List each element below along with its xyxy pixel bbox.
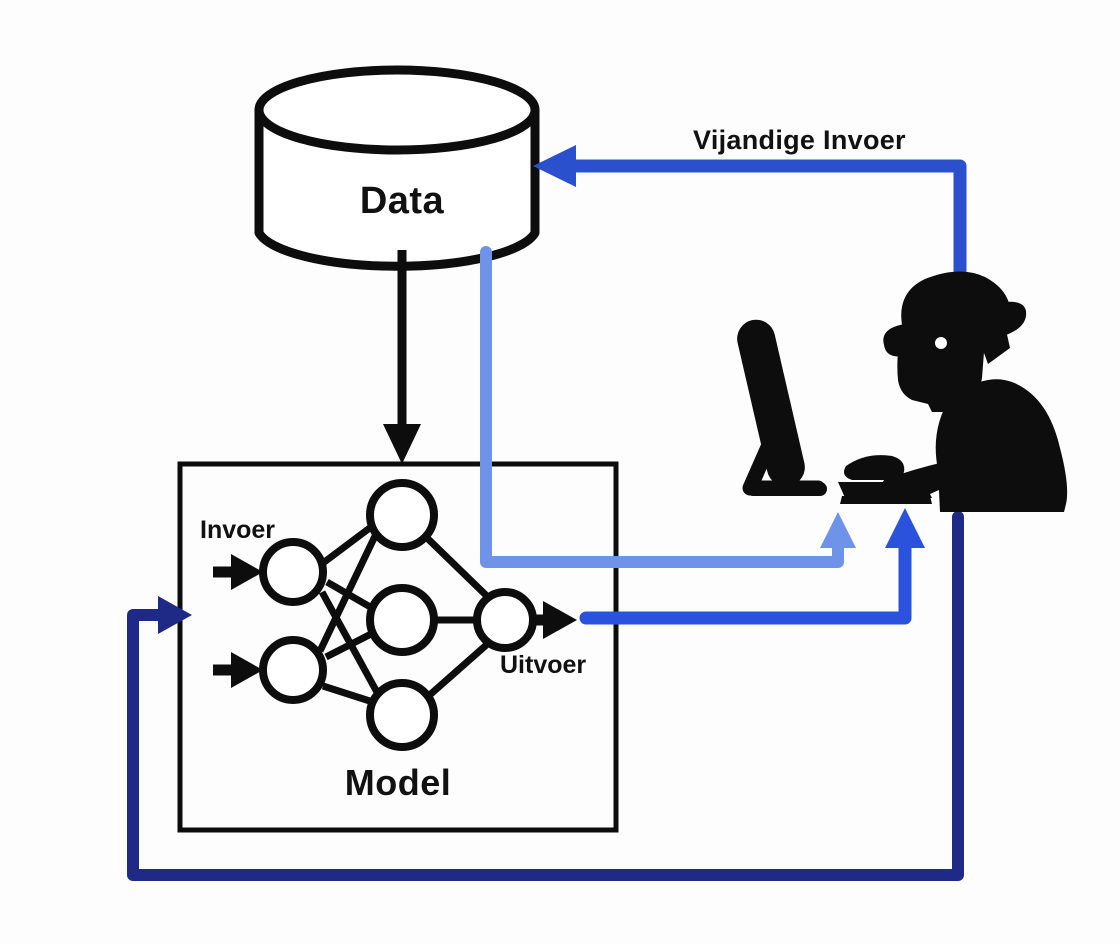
edge-model-output-to-attacker (579, 508, 925, 625)
hacker-icon (838, 271, 1068, 512)
hidden-node-2 (366, 584, 438, 656)
output-node (473, 588, 537, 652)
database-label: Data (359, 180, 445, 222)
arrow-data-to-model (383, 250, 421, 464)
network-nodes (259, 479, 537, 751)
hidden-node-3 (366, 679, 438, 751)
model-input-label: Invoer (200, 516, 276, 544)
network-output-arrow (533, 601, 577, 639)
edge-attacker-to-model-input (127, 511, 964, 881)
model-output-label: Uitvoer (500, 651, 587, 679)
monitor-icon (737, 319, 827, 496)
model-label: Model (344, 762, 452, 803)
input-node-1 (259, 538, 327, 606)
edge-data-to-attacker (480, 246, 856, 568)
hidden-node-1 (366, 479, 438, 551)
database-cylinder (254, 65, 540, 271)
model-box (177, 461, 619, 833)
input-node-2 (259, 636, 327, 704)
adversarial-input-edge-label: Vijandige Invoer (693, 125, 906, 155)
network-input-arrows (213, 554, 263, 688)
edge-attacker-to-data (533, 145, 967, 279)
